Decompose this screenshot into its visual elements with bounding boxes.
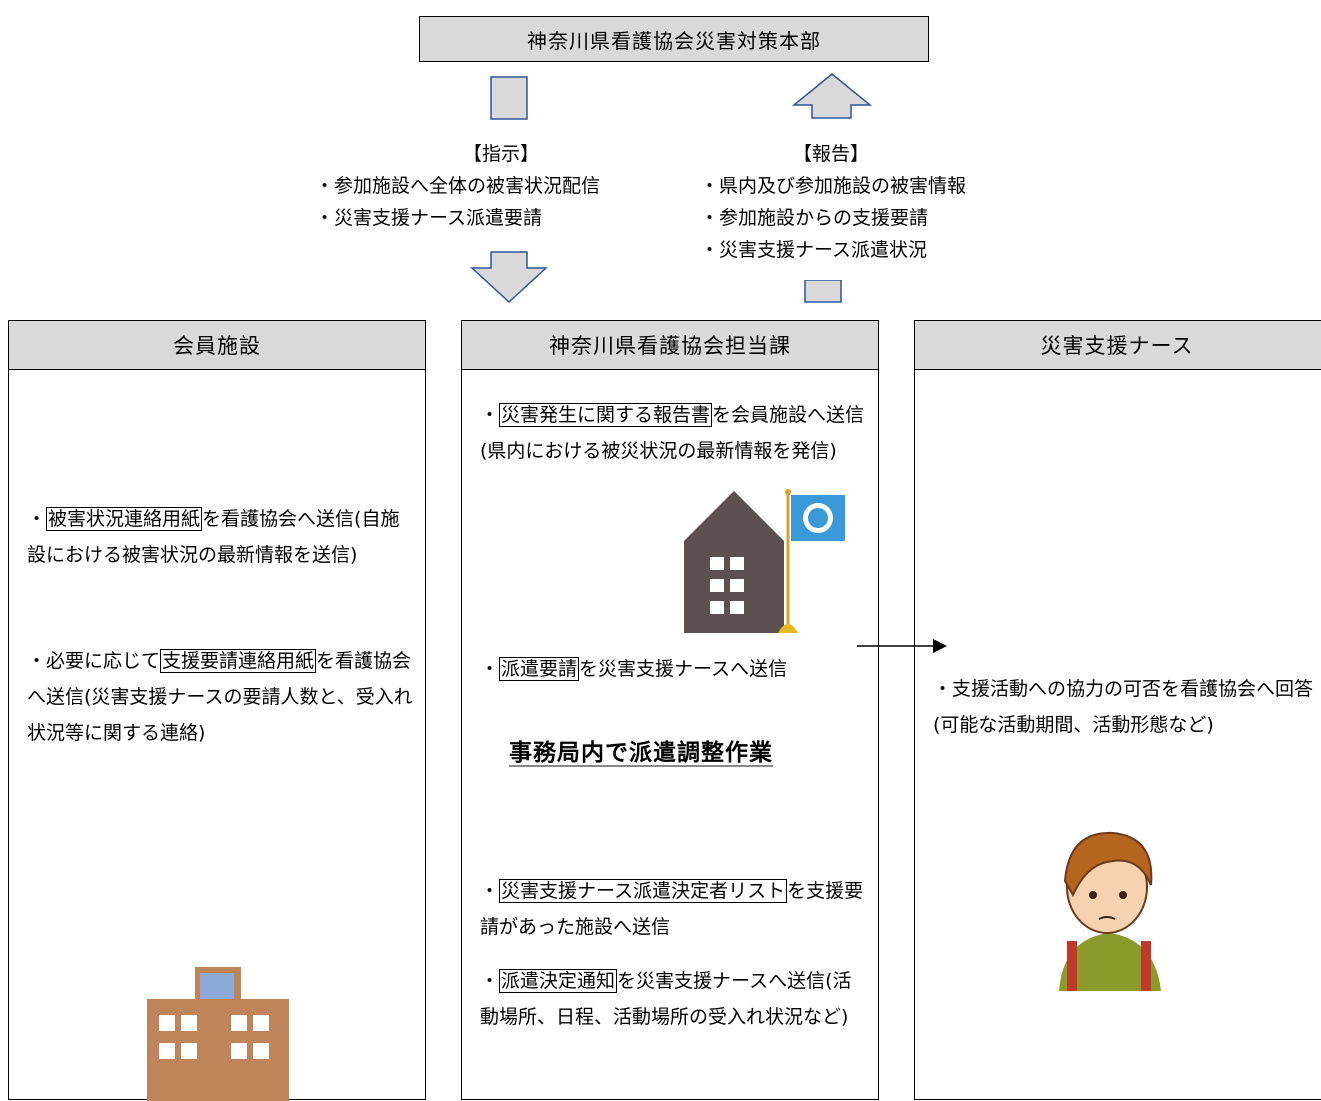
report-item-3: ・災害支援ナース派遣状況 bbox=[700, 239, 928, 261]
instruction-item-1: ・参加施設へ全体の被害状況配信 bbox=[315, 175, 601, 197]
member-header: 会員施設 bbox=[9, 321, 425, 370]
nurse-paragraph-1: ・支援活動への協力の可否を看護協会へ回答(可能な活動期間、活動形態など) bbox=[933, 678, 1314, 736]
reports-heading: 【報告】 bbox=[793, 143, 870, 165]
member-column: 会員施設 ・被害状況連絡用紙を看護協会へ送信(自施設における被害状況の最新情報を… bbox=[8, 320, 426, 1101]
hq-title: 神奈川県看護協会災害対策本部 bbox=[527, 28, 821, 53]
keyword-report: 災害発生に関する報告書 bbox=[499, 403, 713, 427]
up-arrow-head bbox=[791, 73, 873, 119]
down-arrow-shaft bbox=[490, 76, 528, 120]
member-paragraph-1: ・被害状況連絡用紙を看護協会へ送信(自施設における被害状況の最新情報を送信) bbox=[27, 507, 400, 566]
office-paragraph-4: ・派遣決定通知を災害支援ナースへ送信(活動場所、日程、活動場所の受入れ状況など) bbox=[480, 969, 852, 1028]
keyword-dispatch-request: 派遣要請 bbox=[499, 657, 580, 681]
office-header: 神奈川県看護協会担当課 bbox=[462, 321, 878, 370]
instruction-item-2: ・災害支援ナース派遣要請 bbox=[315, 207, 543, 229]
flow-arrows bbox=[470, 73, 873, 304]
dispatch-work-title: 事務局内で派遣調整作業 bbox=[509, 740, 773, 766]
arrow-right-icon bbox=[857, 639, 947, 653]
nurse-header: 災害支援ナース bbox=[915, 321, 1321, 370]
nurse-column: 災害支援ナース ・支援活動への協力の可否を看護協会へ回答(可能な活動期間、活動形… bbox=[914, 320, 1321, 1100]
member-paragraph-2: ・必要に応じて支援要請連絡用紙を看護協会へ送信(災害支援ナースの要請人数と、受入… bbox=[27, 649, 413, 744]
report-item-2: ・参加施設からの支援要請 bbox=[700, 207, 929, 229]
keyword-decision-notice: 派遣決定通知 bbox=[499, 969, 618, 993]
office-column: 神奈川県看護協会担当課 ・災害発生に関する報告書を会員施設へ送信(県内における被… bbox=[461, 320, 879, 1100]
instructions-heading: 【指示】 bbox=[463, 143, 540, 165]
hospital-icon bbox=[147, 967, 289, 1101]
office-paragraph-2: ・派遣要請を災害支援ナースへ送信 bbox=[480, 657, 788, 681]
building-icon bbox=[684, 489, 845, 633]
flag-icon bbox=[778, 489, 845, 633]
hq-box: 神奈川県看護協会災害対策本部 bbox=[419, 16, 929, 62]
keyword-support-form: 支援要請連絡用紙 bbox=[160, 649, 317, 673]
nurse-illustration bbox=[1059, 831, 1161, 991]
report-item-1: ・県内及び参加施設の被害情報 bbox=[700, 175, 967, 197]
office-paragraph-3: ・災害支援ナース派遣決定者リストを支援要請があった施設へ送信 bbox=[480, 879, 864, 938]
keyword-decision-list: 災害支援ナース派遣決定者リスト bbox=[499, 879, 788, 903]
keyword-damage-form: 被害状況連絡用紙 bbox=[46, 507, 203, 531]
office-paragraph-1: ・災害発生に関する報告書を会員施設へ送信(県内における被災状況の最新情報を発信) bbox=[480, 403, 865, 462]
down-arrow-head bbox=[470, 251, 548, 304]
up-arrow-shaft bbox=[804, 279, 842, 303]
